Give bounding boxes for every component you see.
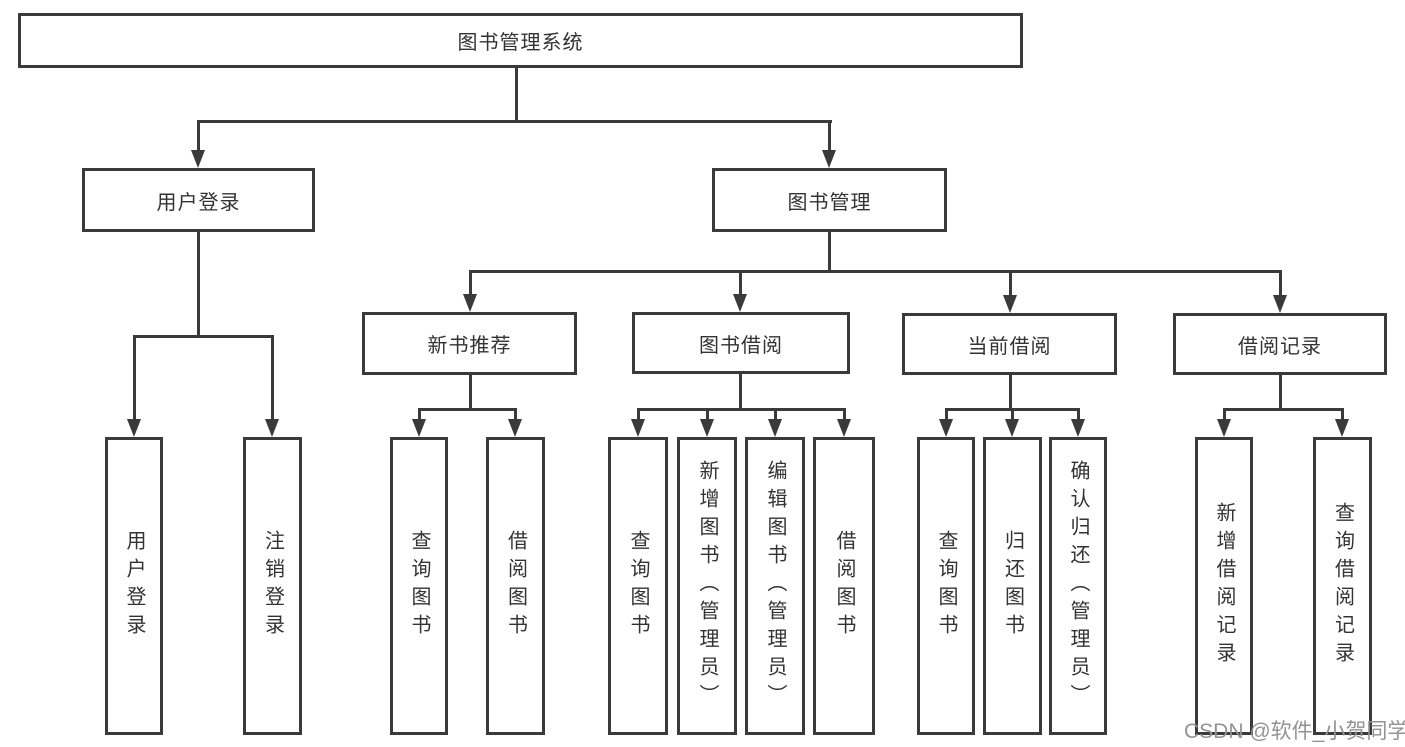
connector-book-management-stem: [828, 232, 831, 273]
connector-user-login-branch: [133, 335, 274, 338]
leaf-cb-confirm-return-admin: 确认归还（管理员）: [1049, 437, 1107, 735]
node-book-management: 图书管理: [712, 168, 947, 232]
leaf-logout: 注销登录: [243, 437, 302, 735]
leaf-label: 用户登录: [123, 530, 145, 642]
node-label: 图书借阅: [699, 334, 783, 357]
arrowhead-nb-query: [412, 419, 426, 437]
arrowhead-current-borrowing: [1003, 295, 1017, 313]
leaf-label: 新增借阅记录: [1213, 502, 1235, 670]
connector-book-management-branch: [469, 270, 1282, 273]
connector-borrow-records-stem: [1279, 375, 1282, 411]
connector-root-stem: [515, 68, 518, 122]
node-label: 用户登录: [156, 191, 241, 214]
connector-to-leaf-user-login: [133, 335, 136, 423]
leaf-bb-add-books-admin: 新增图书（管理员）: [677, 437, 737, 735]
node-label: 当前借阅: [967, 335, 1052, 358]
arrowhead-cb-confirm: [1071, 419, 1085, 437]
leaf-bb-query-books: 查询图书: [608, 437, 668, 735]
leaf-cb-query-books: 查询图书: [917, 437, 975, 735]
connector-to-bb-add: [706, 408, 709, 423]
arrowhead-br-query: [1335, 419, 1349, 437]
arrowhead-br-add: [1217, 419, 1231, 437]
leaf-label: 归还图书: [1001, 530, 1024, 642]
connector-to-br-query: [1341, 408, 1344, 423]
arrowhead-nb-borrow: [508, 419, 522, 437]
connector-to-leaf-logout: [271, 335, 274, 423]
leaf-label: 查询图书: [935, 530, 957, 642]
arrowhead-bb-edit: [768, 419, 782, 437]
leaf-label: 新增图书（管理员）: [696, 460, 718, 712]
node-label: 借阅记录: [1238, 335, 1322, 358]
leaf-label: 查询图书: [627, 530, 649, 642]
connector-borrow-records-branch: [1223, 408, 1344, 411]
csdn-watermark: CSDN @软件_小贺同学: [1184, 720, 1405, 743]
arrowhead-bb-borrow: [837, 419, 851, 437]
connector-user-login-stem: [197, 232, 200, 338]
node-library-management-system: 图书管理系统: [18, 13, 1023, 68]
leaf-label: 借阅图书: [833, 530, 855, 642]
node-label: 图书管理: [787, 191, 872, 214]
leaf-label: 确认归还（管理员）: [1067, 460, 1089, 712]
connector-to-bb-borrow: [843, 408, 846, 423]
arrowhead-cb-return: [1005, 419, 1019, 437]
connector-book-borrowing-stem: [739, 374, 742, 411]
leaf-bb-borrow-books: 借阅图书: [813, 437, 875, 735]
connector-current-borrowing-stem: [1009, 375, 1012, 411]
leaf-bb-edit-books-admin: 编辑图书（管理员）: [745, 437, 805, 735]
arrowhead-book-management: [822, 150, 836, 168]
connector-to-book-borrowing: [739, 270, 742, 298]
connector-to-cb-confirm: [1077, 408, 1080, 423]
arrowhead-user-login: [191, 150, 205, 168]
connector-to-new-book-recommend: [469, 270, 472, 298]
connector-to-user-login: [197, 120, 200, 156]
leaf-label: 查询借阅记录: [1331, 502, 1354, 670]
leaf-user-login: 用户登录: [105, 437, 163, 735]
arrowhead-leaf-user-login: [127, 419, 141, 437]
arrowhead-leaf-logout: [265, 419, 279, 437]
connector-to-bb-query: [637, 408, 640, 423]
node-new-book-recommend: 新书推荐: [362, 312, 577, 375]
arrowhead-cb-query: [939, 419, 953, 437]
node-user-login: 用户登录: [82, 168, 315, 232]
arrowhead-bb-add: [700, 419, 714, 437]
leaf-nb-borrow-books: 借阅图书: [486, 437, 545, 735]
arrowhead-new-book-recommend: [463, 294, 477, 312]
leaf-label: 编辑图书（管理员）: [764, 460, 786, 712]
leaf-nb-query-books: 查询图书: [390, 437, 448, 735]
arrowhead-bb-query: [631, 419, 645, 437]
connector-to-br-add: [1223, 408, 1226, 423]
leaf-label: 借阅图书: [504, 530, 527, 642]
connector-to-borrow-records: [1279, 270, 1282, 298]
node-label: 新书推荐: [427, 335, 512, 357]
node-current-borrowing: 当前借阅: [902, 313, 1117, 375]
connector-to-book-management: [828, 120, 831, 156]
connector-to-nb-query: [418, 408, 421, 423]
connector-to-cb-query: [945, 408, 948, 423]
leaf-label: 注销登录: [261, 530, 284, 642]
connector-new-book-branch: [418, 408, 517, 411]
connector-new-book-stem: [469, 375, 472, 411]
connector-book-borrowing-branch: [637, 408, 846, 411]
leaf-br-add-record: 新增借阅记录: [1195, 437, 1253, 735]
node-label: 图书管理系统: [457, 32, 584, 54]
connector-to-current-borrowing: [1009, 270, 1012, 298]
leaf-br-query-record: 查询借阅记录: [1313, 437, 1372, 735]
connector-to-nb-borrow: [514, 408, 517, 423]
connector-to-cb-return: [1011, 408, 1014, 423]
leaf-label: 查询图书: [408, 530, 430, 642]
arrowhead-borrow-records: [1273, 295, 1287, 313]
arrowhead-book-borrowing: [733, 294, 747, 312]
node-borrow-records: 借阅记录: [1173, 313, 1387, 375]
node-book-borrowing: 图书借阅: [632, 312, 850, 374]
leaf-cb-return-books: 归还图书: [983, 437, 1042, 735]
connector-to-bb-edit: [774, 408, 777, 423]
connector-root-branch: [197, 120, 832, 123]
